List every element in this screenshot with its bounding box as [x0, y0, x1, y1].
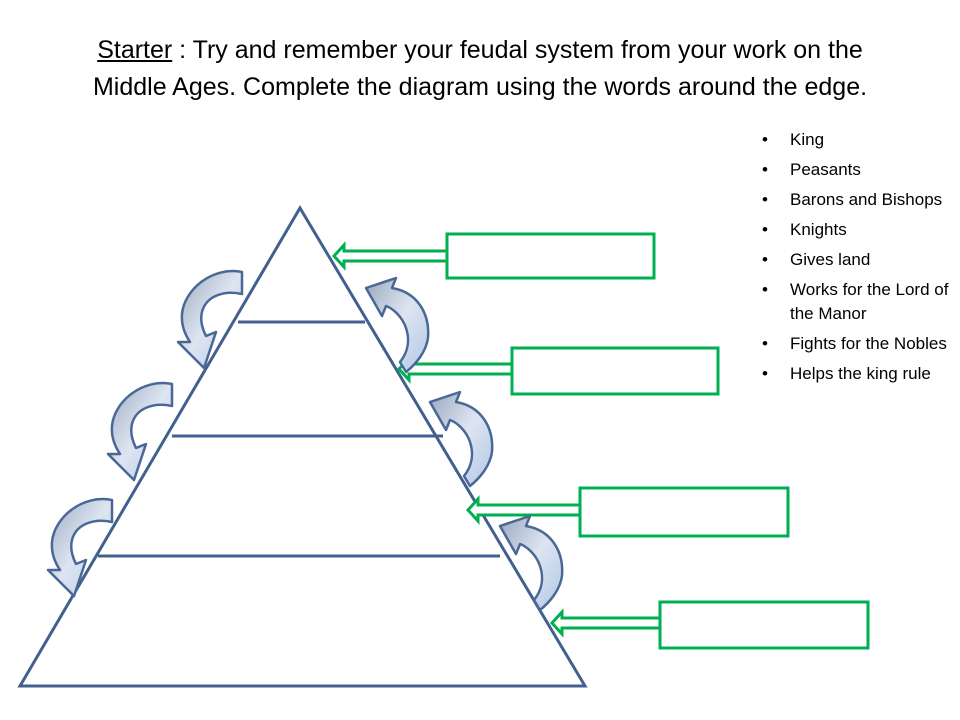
word-bank-item: Helps the king rule	[762, 362, 952, 386]
word-bank-item: Peasants	[762, 158, 952, 182]
curved-arrow-right-2	[428, 390, 494, 488]
word-bank-item: Barons and Bishops	[762, 188, 952, 212]
answer-box-2[interactable]	[510, 346, 720, 396]
word-bank-item: Gives land	[762, 248, 952, 272]
word-bank-item: King	[762, 128, 952, 152]
curved-arrow-left-2	[106, 381, 174, 482]
pyramid-outline	[17, 205, 588, 688]
word-bank: King Peasants Barons and Bishops Knights…	[762, 128, 952, 392]
word-bank-item: Works for the Lord of the Manor	[762, 278, 952, 326]
arrow-to-level-4	[549, 608, 662, 638]
starter-label: Starter	[97, 36, 173, 64]
word-bank-item: Knights	[762, 218, 952, 242]
curved-arrow-left-1	[176, 269, 244, 370]
answer-box-1[interactable]	[445, 232, 656, 280]
curved-arrow-right-3	[498, 514, 564, 612]
word-bank-item: Fights for the Nobles	[762, 332, 952, 356]
answer-box-3[interactable]	[578, 486, 790, 538]
starter-instructions: Starter : Try and remember your feudal s…	[60, 32, 900, 106]
curved-arrow-right-1	[364, 276, 430, 374]
arrow-to-level-3	[465, 495, 582, 525]
arrow-to-level-1	[331, 241, 449, 271]
instructions-text: : Try and remember your feudal system fr…	[92, 36, 868, 101]
answer-box-4[interactable]	[658, 600, 870, 650]
